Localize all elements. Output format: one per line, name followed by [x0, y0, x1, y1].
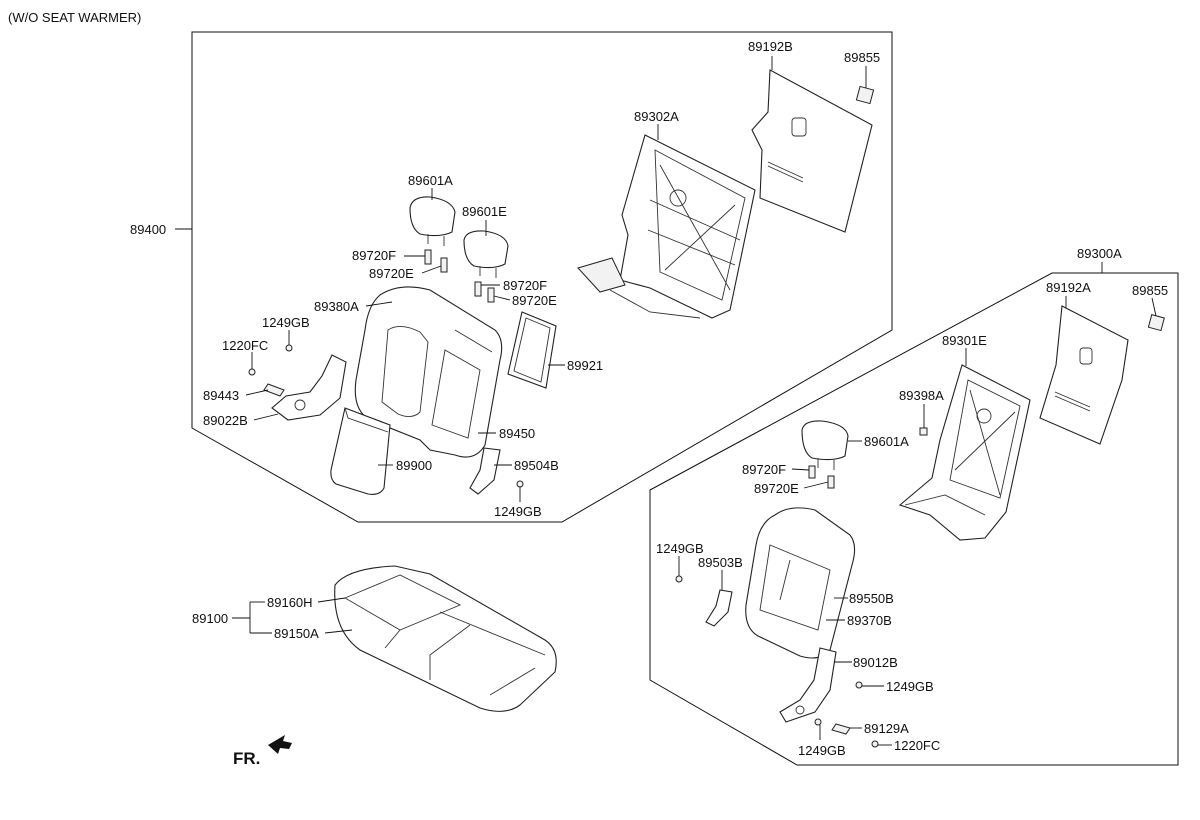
headrest-89601E: [463, 230, 509, 278]
label-89398A: 89398A: [899, 388, 944, 403]
label-89720E-c: 89720E: [754, 481, 799, 496]
seatback-frame-89302A: [577, 134, 756, 319]
hinge-bracket-89012B: [779, 647, 837, 723]
label-89400: 89400: [130, 222, 166, 237]
label-89192B: 89192B: [748, 39, 793, 54]
rear-board-panel-left: [751, 69, 873, 233]
front-direction-label: FR.: [233, 749, 260, 768]
label-89720E-b: 89720E: [512, 293, 557, 308]
label-89302A: 89302A: [634, 109, 679, 124]
headrest-89601A-right: [801, 420, 849, 470]
left-seatback-frame: [191, 31, 893, 523]
seatback-cover-89370B: [745, 507, 856, 659]
label-89022B: 89022B: [203, 413, 248, 428]
label-89601A-left: 89601A: [408, 173, 453, 188]
rear-board-panel-right: [1039, 305, 1129, 445]
label-89150A: 89150A: [274, 626, 319, 641]
lever-89443: [263, 383, 285, 397]
label-1220FC-b: 1220FC: [894, 738, 940, 753]
leader-lines: [175, 56, 1157, 746]
label-89601E: 89601E: [462, 204, 507, 219]
label-1220FC-a: 1220FC: [222, 338, 268, 353]
front-direction-arrow: [268, 735, 292, 754]
label-89100: 89100: [192, 611, 228, 626]
label-89301E: 89301E: [942, 333, 987, 348]
label-89720F-c: 89720F: [742, 462, 786, 477]
label-1249GB-d: 1249GB: [886, 679, 934, 694]
label-1249GB-a: 1249GB: [262, 315, 310, 330]
label-89380A: 89380A: [314, 299, 359, 314]
label-89855-left: 89855: [844, 50, 880, 65]
label-89192A: 89192A: [1046, 280, 1091, 295]
label-89855-right: 89855: [1132, 283, 1168, 298]
armrest-89900: [330, 407, 391, 495]
clip-89855-left: [855, 85, 875, 105]
label-89370B: 89370B: [847, 613, 892, 628]
label-89503B: 89503B: [698, 555, 743, 570]
label-89921: 89921: [567, 358, 603, 373]
label-89450: 89450: [499, 426, 535, 441]
label-89504B: 89504B: [514, 458, 559, 473]
label-1249GB-e: 1249GB: [798, 743, 846, 758]
label-89443: 89443: [203, 388, 239, 403]
label-89601A-right: 89601A: [864, 434, 909, 449]
label-89160H: 89160H: [267, 595, 313, 610]
label-89720F-b: 89720F: [503, 278, 547, 293]
headrest-guides-right: [808, 465, 835, 489]
label-89720F-a: 89720F: [352, 248, 396, 263]
clip-89855-right: [1147, 314, 1165, 332]
headrest-guides-left: [424, 249, 495, 303]
label-1249GB-b: 1249GB: [494, 504, 542, 519]
escutcheon-89504B: [469, 447, 501, 495]
headrest-89601A-left: [409, 196, 456, 246]
seat-cushion-89100: [334, 565, 557, 712]
hinge-bracket-89022B: [271, 354, 347, 421]
lever-89129A: [831, 723, 851, 735]
part-labels: 89400 89192B 89855 89302A 89601A 89601E …: [130, 39, 1168, 758]
label-89300A: 89300A: [1077, 246, 1122, 261]
label-89720E-a: 89720E: [369, 266, 414, 281]
escutcheon-89503B: [705, 589, 733, 627]
seatback-cover-89380A: [354, 286, 503, 458]
label-1249GB-c: 1249GB: [656, 541, 704, 556]
label-89900: 89900: [396, 458, 432, 473]
label-89012B: 89012B: [853, 655, 898, 670]
diagram-note: (W/O SEAT WARMER): [8, 10, 141, 25]
label-89550B: 89550B: [849, 591, 894, 606]
armrest-frame-89921: [507, 311, 557, 389]
label-89129A: 89129A: [864, 721, 909, 736]
right-seatback-frame: [649, 272, 1179, 766]
seatback-frame-89301E: [898, 364, 1031, 541]
bolts-right: [675, 427, 928, 748]
